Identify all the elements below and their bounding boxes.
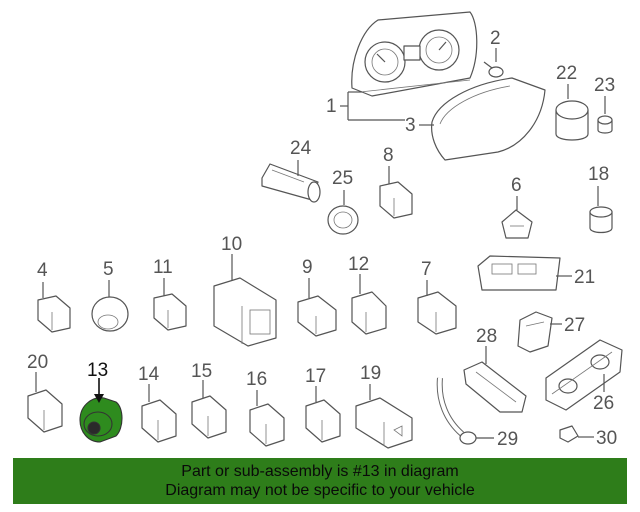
svg-text:30: 30 [596,428,617,449]
part-7-switch [417,280,457,335]
callout-10: 10 [221,234,242,255]
svg-text:1: 1 [326,96,337,117]
svg-text:8: 8 [383,145,394,166]
part-12-switch [351,274,387,335]
part-28-bracket [463,346,527,413]
part-18-switch [589,186,613,234]
svg-text:20: 20 [27,352,48,373]
callout-18: 18 [588,164,609,185]
part-13-highlighted-knob [79,378,123,443]
callout-15: 15 [191,361,212,382]
callout-30: 30 [596,428,617,449]
svg-text:15: 15 [191,361,212,382]
part-11-switch [153,278,187,331]
callout-6: 6 [511,175,522,196]
callout-9: 9 [302,257,313,278]
svg-text:6: 6 [511,175,522,196]
callout-22: 22 [556,63,577,84]
part-27-module [517,311,562,353]
callout-13: 13 [87,360,108,381]
part-16-switch [249,390,285,447]
part-2-screw [483,48,504,78]
part-20-switch [27,372,63,433]
part-1-instrument-cluster [351,11,478,97]
svg-text:27: 27 [564,315,585,336]
part-15-switch [191,380,227,439]
callout-19: 19 [360,363,381,384]
callout-21: 21 [574,267,595,288]
callout-28: 28 [476,326,497,347]
highlight-banner: Part or sub-assembly is #13 in diagram D… [13,458,627,504]
part-24-power-socket [261,160,321,203]
part-19-switch-block [355,384,413,449]
callout-17: 17 [305,366,326,387]
part-3-cluster-lens [431,77,546,161]
callout-7: 7 [421,259,432,280]
svg-text:19: 19 [360,363,381,384]
callout-12: 12 [348,254,369,275]
svg-text:9: 9 [302,257,313,278]
callout-27: 27 [564,315,585,336]
part-29-hose [436,377,494,445]
part-22-switch [555,84,589,141]
callout-3: 3 [405,115,434,136]
callout-11: 11 [153,257,173,278]
callout-23: 23 [594,75,615,96]
part-21-control-module [477,255,572,291]
svg-text:29: 29 [497,429,518,450]
callout-8: 8 [383,145,394,166]
part-17-switch [305,386,341,443]
callout-2: 2 [490,28,501,49]
svg-text:12: 12 [348,254,369,275]
callout-1: 1 [326,91,405,121]
part-26-climate-panel [545,339,623,411]
svg-text:18: 18 [588,164,609,185]
callout-5: 5 [103,259,114,280]
svg-text:14: 14 [138,364,160,385]
part-14-switch [141,384,177,443]
callout-20: 20 [27,352,48,373]
callout-24: 24 [290,138,312,159]
svg-text:13: 13 [87,360,108,381]
svg-text:11: 11 [153,257,173,278]
callout-16: 16 [246,369,267,390]
svg-text:5: 5 [103,259,114,280]
svg-text:21: 21 [574,267,595,288]
banner-line-1: Part or sub-assembly is #13 in diagram [181,463,459,480]
callout-25: 25 [332,168,353,189]
part-8-switch [379,166,413,219]
callout-4: 4 [37,260,48,281]
svg-text:2: 2 [490,28,501,49]
svg-text:16: 16 [246,369,267,390]
part-10-switch-block [213,254,277,347]
part-4-switch [37,282,71,333]
svg-text:4: 4 [37,260,48,281]
svg-text:26: 26 [593,393,614,414]
part-9-switch [297,278,337,337]
svg-text:23: 23 [594,75,615,96]
part-25-ring [327,190,359,235]
part-30-clip [559,425,594,443]
svg-text:7: 7 [421,259,432,280]
banner-line-2: Diagram may not be specific to your vehi… [165,482,475,499]
part-23-bulb [597,96,613,134]
callout-29: 29 [497,429,518,450]
svg-text:17: 17 [305,366,326,387]
callout-26: 26 [593,393,614,414]
svg-text:22: 22 [556,63,577,84]
svg-text:3: 3 [405,115,416,136]
part-6-sensor [501,196,533,239]
svg-text:25: 25 [332,168,353,189]
svg-text:10: 10 [221,234,242,255]
part-5-knob [91,280,129,332]
svg-text:28: 28 [476,326,497,347]
svg-text:24: 24 [290,138,312,159]
callout-14: 14 [138,364,160,385]
